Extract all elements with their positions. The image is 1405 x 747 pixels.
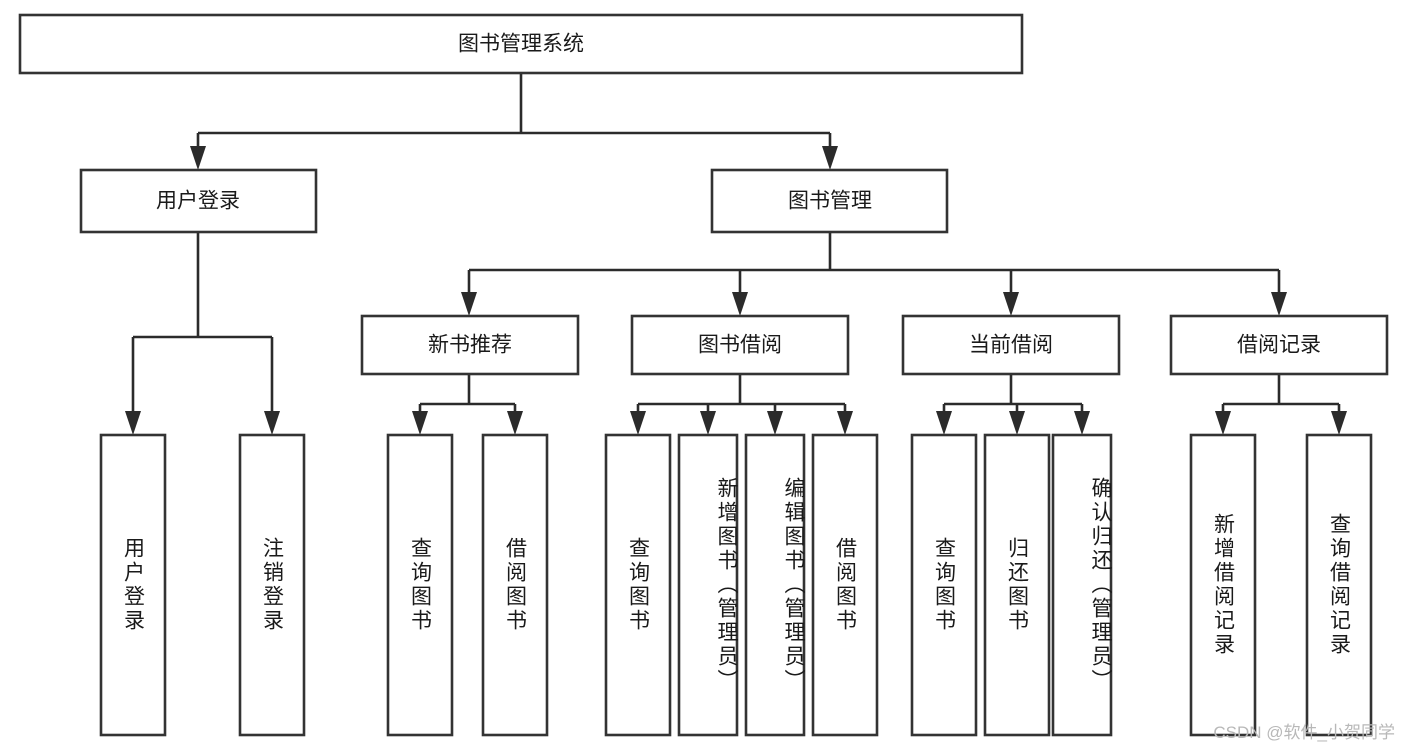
arrow-head-icon — [936, 411, 952, 435]
arrow-head-icon — [190, 146, 206, 170]
leaf-box[interactable] — [99, 433, 167, 737]
node-box-user-login[interactable] — [79, 168, 318, 234]
node-label-book-borrow: 图书借阅 — [698, 334, 782, 357]
leaf-box[interactable] — [983, 433, 1051, 737]
node-box-borrow-record[interactable] — [1169, 314, 1389, 376]
arrow-head-icon — [1074, 411, 1090, 435]
leaf-box[interactable] — [811, 433, 879, 737]
leaf-box[interactable] — [1051, 433, 1113, 737]
leaf-box[interactable] — [238, 433, 306, 737]
leaf-box[interactable] — [910, 433, 978, 737]
arrow-head-icon — [264, 411, 280, 435]
nodes-layer — [18, 13, 1389, 737]
arrow-head-icon — [732, 292, 748, 316]
arrow-head-icon — [461, 292, 477, 316]
node-box-current-borrow[interactable] — [901, 314, 1121, 376]
node-box-book-borrow[interactable] — [630, 314, 850, 376]
leaf-box[interactable] — [677, 433, 739, 737]
arrow-head-icon — [767, 411, 783, 435]
page-title: 图书管理系统 — [458, 33, 584, 56]
arrow-head-icon — [630, 411, 646, 435]
leaf-box[interactable] — [386, 433, 454, 737]
node-box-book-management[interactable] — [710, 168, 949, 234]
watermark: CSDN @软件_小贺同学 — [1213, 723, 1395, 742]
arrow-head-icon — [1271, 292, 1287, 316]
arrow-head-icon — [837, 411, 853, 435]
node-label-borrow-record: 借阅记录 — [1237, 334, 1321, 357]
arrow-head-icon — [412, 411, 428, 435]
leaf-box[interactable] — [744, 433, 806, 737]
node-box-new-book-recommend[interactable] — [360, 314, 580, 376]
arrow-head-icon — [507, 411, 523, 435]
leaf-box[interactable] — [604, 433, 672, 737]
node-label-book-management: 图书管理 — [788, 190, 872, 213]
arrow-head-icon — [822, 146, 838, 170]
leaf-box[interactable] — [1189, 433, 1257, 737]
arrow-head-icon — [1003, 292, 1019, 316]
connectors-layer — [125, 73, 1347, 435]
arrow-head-icon — [1331, 411, 1347, 435]
node-label-new-book-recommend: 新书推荐 — [428, 334, 512, 357]
node-label-user-login: 用户登录 — [156, 190, 240, 213]
arrow-head-icon — [1215, 411, 1231, 435]
arrow-head-icon — [125, 411, 141, 435]
leaf-box[interactable] — [1305, 433, 1373, 737]
arrow-head-icon — [1009, 411, 1025, 435]
node-box-root[interactable] — [18, 13, 1024, 75]
leaf-box[interactable] — [481, 433, 549, 737]
node-label-current-borrow: 当前借阅 — [969, 334, 1053, 357]
horizontal-labels-layer: 图书管理系统 用户登录 图书管理 新书推荐 图书借阅 当前借阅 借阅记录 — [156, 33, 1321, 357]
arrow-head-icon — [700, 411, 716, 435]
